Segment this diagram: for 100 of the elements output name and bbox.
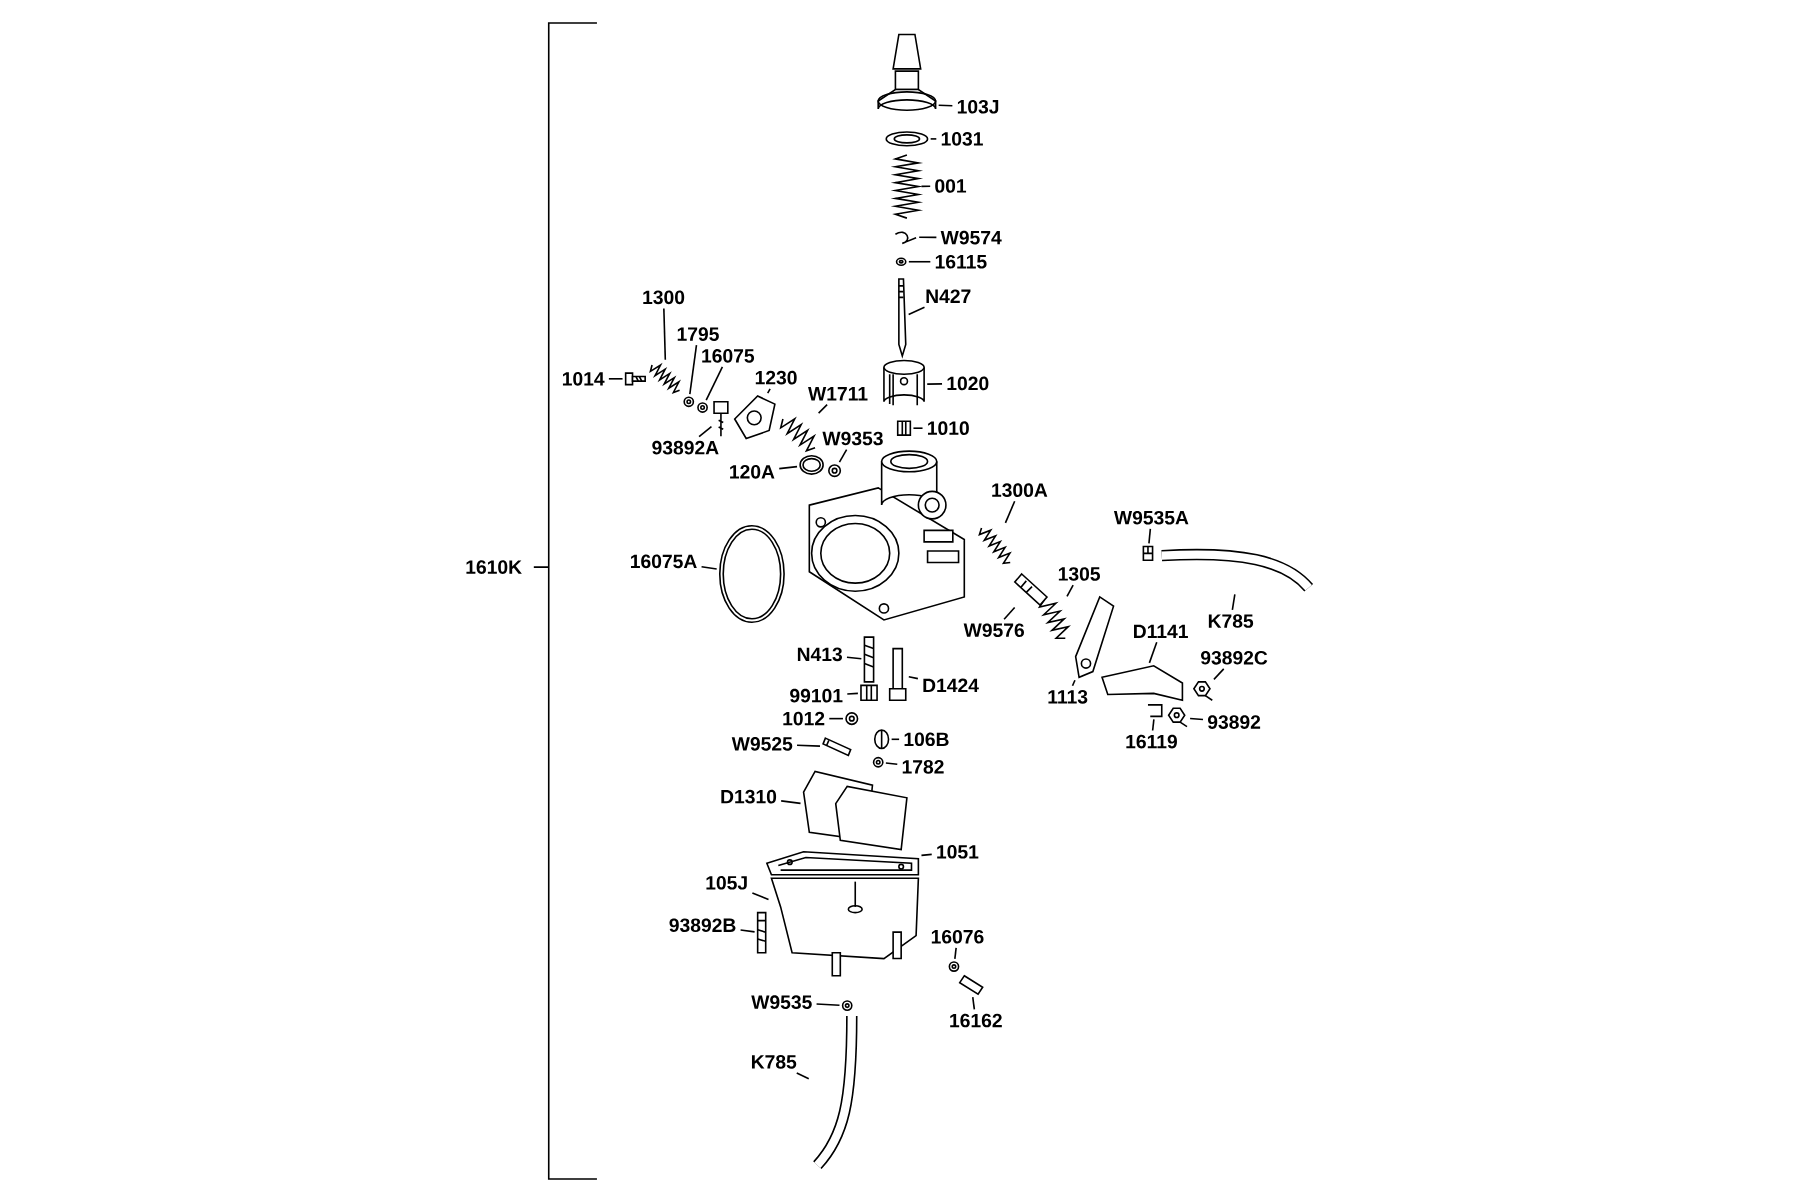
callout-number: W9353 [822,431,883,446]
leader-line [1071,679,1076,687]
part-drawing [813,1016,858,1170]
leader-line [1148,528,1152,545]
leader-line [766,388,771,395]
part-drawing [1147,704,1163,718]
callout-number: 120A [730,465,775,479]
leader-line [705,366,724,402]
part-drawing [845,712,859,726]
part-drawing [624,372,646,386]
part-drawing [888,648,907,702]
callout-number: 1031 [941,132,983,146]
callout-number: K785 [752,1055,797,1069]
leader-line [1004,500,1016,524]
leader-line [885,762,899,766]
callout-number: D1141 [1134,624,1188,639]
leader-line [912,427,924,430]
leader-line [608,378,624,380]
callout-number: 1305 [1058,567,1100,581]
callout-number: 106B [904,732,949,747]
callout-number: 1230 [755,371,797,385]
part-drawing [883,359,925,407]
callout-number: 1020 [947,376,989,391]
callout-number: 16162 [950,1013,1002,1028]
callout-number: 103J [957,100,999,114]
leader-line [689,344,698,396]
leader-line [926,383,943,386]
leader-line [698,426,713,438]
leader-line [1151,718,1155,732]
callout-number: 001 [935,179,967,193]
leader-line [908,676,919,680]
part-drawing [1101,665,1184,702]
callout-number: K785 [1208,614,1254,629]
callout-number: 16075A [631,554,697,569]
part-drawing [683,396,695,408]
leader-line [1231,593,1236,611]
part-drawing [1167,707,1188,728]
part-drawing [822,737,852,757]
callout-number: 1782 [902,760,944,774]
callout-number: 1010 [928,421,969,436]
leader-line [828,718,844,720]
callout-number: 1795 [677,327,719,342]
callout-number: D1310 [721,790,777,804]
part-drawing [872,757,884,768]
callout-number: W9535 [751,995,812,1010]
leader-line [778,466,798,470]
leader-line [971,996,976,1011]
callout-number: 16076 [931,930,984,944]
callout-number: N427 [926,289,971,304]
callout-number: 93892C [1200,651,1268,665]
part-drawing [756,912,767,954]
part-drawing [713,401,729,438]
leader-line [663,307,667,361]
leader-line [1148,641,1158,664]
leader-line [751,892,770,901]
part-drawing [890,154,924,220]
part-drawing [799,455,824,476]
leader-line [1213,668,1225,681]
leader-line [700,566,718,570]
part-drawing [948,961,960,973]
leader-line [908,261,932,263]
part-drawing [885,131,929,147]
callout-number: 16075 [702,349,755,363]
leader-line [954,947,957,960]
callout-number: 1051 [937,845,979,859]
callout-number: 93892 [1207,715,1261,730]
leader-line [937,104,954,107]
part-drawing [896,420,912,437]
leader-line [838,449,848,464]
leader-line [1003,606,1016,621]
part-drawing [1074,595,1115,679]
leader-line [1189,717,1204,721]
callout-number: 1113 [1048,690,1088,704]
callout-number: 93892B [669,918,736,933]
callout-number: 1300A [992,483,1048,498]
part-drawing [1161,548,1313,592]
callout-number: W9576 [963,623,1024,638]
leader-line [846,692,859,695]
callout-number: 93892A [652,441,719,455]
callout-number: W9535A [1113,511,1189,525]
callout-number: 16119 [1126,734,1177,749]
part-drawing [770,877,920,977]
callout-number: 1012 [783,712,825,726]
part-drawing [779,416,817,453]
leader-line [920,185,931,188]
callout-number: W9525 [731,737,793,751]
part-drawing [895,257,907,267]
part-drawing [697,402,708,414]
callout-number: 105J [706,876,747,890]
part-drawing [898,278,907,359]
part-drawing [863,636,875,683]
leader-line [918,236,938,239]
leader-line [890,738,900,741]
part-drawing [841,1000,853,1012]
leader-line [920,853,933,857]
leader-line [929,138,938,140]
part-drawing [978,527,1012,565]
leader-line [739,929,756,933]
callout-number: D1424 [923,678,979,693]
leader-line [796,744,821,748]
